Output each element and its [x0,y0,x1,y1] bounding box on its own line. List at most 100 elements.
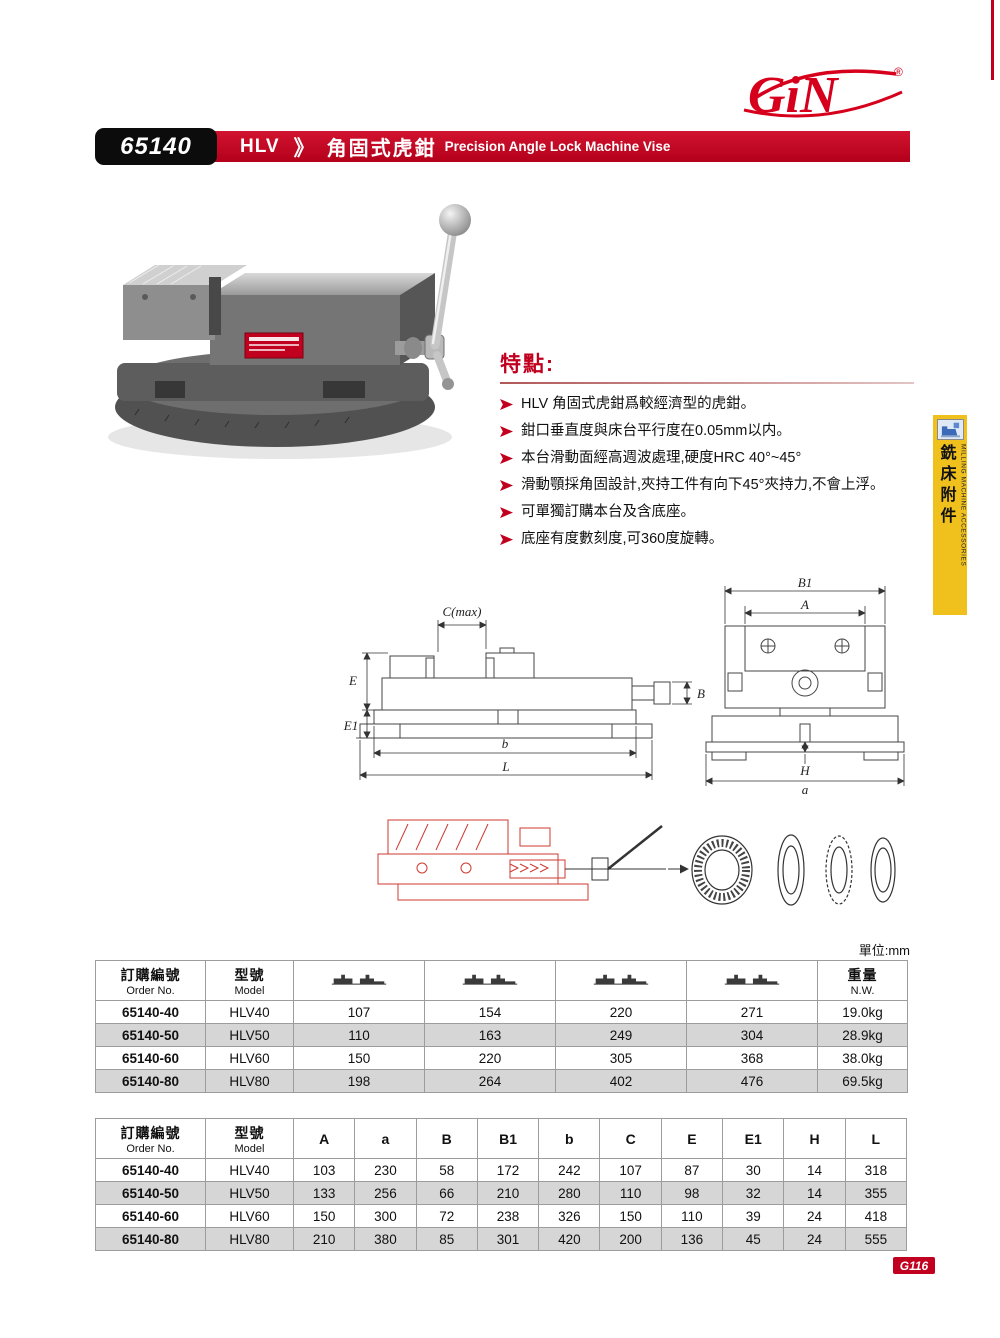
cell-value: 107 [599,1158,662,1182]
cell-order: 65140-50 [95,1181,206,1205]
cell-value: 230 [354,1158,417,1182]
cell-model: HLV50 [205,1181,294,1205]
cell-value: 163 [424,1023,556,1047]
table-row: 65140-80 HLV80 210 380 85 301 420 200 13… [95,1227,908,1251]
milling-machine-icon [937,420,963,439]
arrow-bullet-icon [500,399,513,410]
cell-value: 355 [844,1181,908,1205]
feature-item: 滑動顎採角固設計,夾持工件有向下45°夾持力,不會上浮。 [500,475,914,496]
cell-value: 150 [293,1046,425,1070]
dim-label-a-top: A [800,597,809,612]
cell-value: 24 [783,1204,846,1228]
table-row: 65140-80 HLV80 198 264 402 476 69.5kg [95,1069,908,1093]
cell-value: 380 [354,1227,417,1251]
cell-value: 476 [686,1069,818,1093]
cell-value: 220 [424,1046,556,1070]
dim-label-e1: E1 [343,718,358,733]
cell-value: 220 [555,1000,687,1024]
gin-logo-icon: GiN ® [743,65,903,124]
chevron-icon: 》 [293,136,315,160]
exploded-assembly-drawing [370,798,905,943]
cell-value: 58 [415,1158,478,1182]
cell-value: 304 [686,1023,818,1047]
cell-weight: 28.9kg [817,1023,908,1047]
cell-order: 65140-40 [95,1000,206,1024]
category-label-en: MILLING MACHINE ACCESSORIES [959,444,967,567]
col-opening-2 [424,960,556,1001]
feature-item: 可單獨訂購本台及含底座。 [500,502,914,523]
features-heading: 特點: [500,353,555,376]
cell-value: 136 [660,1227,724,1251]
cell-value: 420 [538,1227,601,1251]
feature-item: 本台滑動面經高週波處理,硬度HRC 40°~45° [500,448,914,469]
cell-value: 172 [476,1158,540,1182]
arrow-bullet-icon [500,453,513,465]
series-label: HLV [240,135,280,157]
col-dim-B1: B1 [476,1118,540,1159]
col-dim-a: a [354,1118,417,1159]
category-tab-milling-accessories: 銑床附件 MILLING MACHINE ACCESSORIES [933,415,967,615]
cell-model: HLV40 [205,1000,294,1024]
cell-value: 238 [476,1204,540,1228]
cell-order: 65140-60 [95,1046,206,1070]
table-row: 65140-40 HLV40 107 154 220 271 19.0kg [95,1000,908,1024]
cell-value: 14 [783,1181,846,1205]
dim-label-h: H [799,763,810,778]
cell-value: 368 [686,1046,818,1070]
cell-value: 264 [424,1069,556,1093]
cell-value: 402 [555,1069,687,1093]
cell-value: 249 [555,1023,687,1047]
cell-value: 87 [660,1158,724,1182]
cell-value: 45 [722,1227,785,1251]
cell-value: 301 [476,1227,540,1251]
cell-model: HLV60 [205,1046,294,1070]
cell-weight: 19.0kg [817,1000,908,1024]
cell-value: 242 [538,1158,601,1182]
cell-value: 110 [599,1181,662,1205]
cell-model: HLV60 [205,1204,294,1228]
col-dim-C: C [599,1118,662,1159]
features-section: 特點: HLV 角固式虎鉗爲較經濟型的虎鉗。 鉗口垂直度與床台平行度在0.05m… [500,348,914,556]
front-view-diagram: B1 A H a [705,575,905,797]
features-divider [500,382,914,384]
dim-label-e: E [348,673,357,688]
col-dim-H: H [783,1118,846,1159]
feature-text: 本台滑動面經高週波處理,硬度HRC 40°~45° [521,450,802,467]
cell-order: 65140-60 [95,1204,206,1228]
col-dim-E: E [660,1118,724,1159]
gin-logo: GiN ® [738,60,913,126]
col-dim-A: A [292,1118,356,1159]
cell-order: 65140-40 [95,1158,206,1182]
table-row: 65140-60 HLV60 150 220 305 368 38.0kg [95,1046,908,1070]
col-dim-E1: E1 [722,1118,785,1159]
feature-item: 鉗口垂直度與床台平行度在0.05mm以内。 [500,421,914,442]
col-dim-b: b [538,1118,601,1159]
cell-value: 555 [844,1227,908,1251]
cell-value: 271 [686,1000,818,1024]
cell-value: 110 [293,1023,425,1047]
unit-note: 單位:mm [858,943,910,958]
cell-weight: 38.0kg [817,1046,908,1070]
table-row: 65140-50 HLV50 133 256 66 210 280 110 98… [95,1181,908,1205]
cell-model: HLV50 [205,1023,294,1047]
order-number-badge: 65140 [95,128,217,165]
col-opening-3 [555,960,687,1001]
table-row: 65140-50 HLV50 110 163 249 304 28.9kg [95,1023,908,1047]
cell-value: 200 [599,1227,662,1251]
dim-label-b1: B1 [798,578,812,590]
jaw-opening-icon [723,971,781,986]
cell-value: 300 [354,1204,417,1228]
dim-label-l: L [501,759,509,774]
category-tab-text: 銑床附件 MILLING MACHINE ACCESSORIES [934,444,967,615]
dim-label-a-bot: a [802,782,809,796]
cell-value: 318 [844,1158,908,1182]
cell-value: 24 [783,1227,846,1251]
page-number-badge: G116 [893,1257,935,1274]
